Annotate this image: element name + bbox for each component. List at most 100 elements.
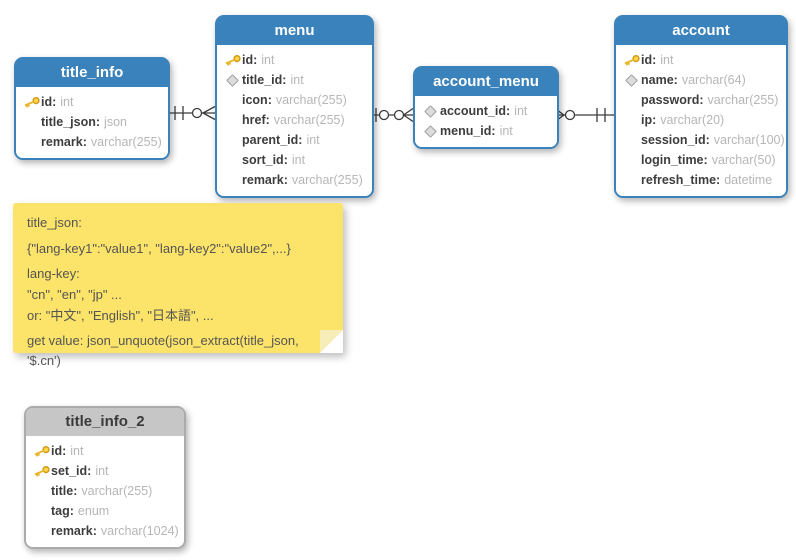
field-separator: : [265,113,270,127]
table-row[interactable]: sort_id: int [217,150,372,170]
table-body: id: int title_id: int icon: varchar(255)… [217,45,372,196]
field-separator: : [267,93,272,107]
no-icon [622,172,641,188]
field-name: id [51,444,63,458]
no-icon [223,172,242,188]
sticky-note-text: title_json: {"lang-key1":"value1", "lang… [13,203,343,381]
note-line: get value: json_unquote(json_extract(tit… [27,333,299,368]
key-icon [32,463,51,479]
field-type: datetime [724,173,773,187]
field-type: int [70,444,84,458]
table-row[interactable]: remark: varchar(255) [217,170,372,190]
note-line: "cn", "en", "jp" ... [27,287,122,302]
field-type: varchar(255) [707,93,779,107]
table-row[interactable]: icon: varchar(255) [217,90,372,110]
field-type: int [291,153,306,167]
field-separator: : [82,135,87,149]
table-header[interactable]: title_info [16,59,168,87]
no-icon [223,112,242,128]
field-name: id [641,53,653,67]
table-row[interactable]: title: varchar(255) [26,481,184,501]
no-icon [223,92,242,108]
table-header[interactable]: account_menu [415,68,557,96]
table-row[interactable]: id: int [217,50,372,70]
field-type: int [660,53,674,67]
note-line: or: "中文", "English", "日本語", ... [27,308,214,323]
field-type: varchar(50) [711,153,776,167]
no-icon [622,152,641,168]
field-separator: : [253,53,258,67]
table-row[interactable]: set_id: int [26,461,184,481]
connector-title-info-menu[interactable] [166,105,216,121]
no-icon [22,134,41,150]
table-row[interactable]: password: varchar(255) [616,90,786,110]
field-name: icon [242,93,268,107]
no-icon [622,112,641,128]
field-name: tag [51,504,70,518]
table-row[interactable]: remark: varchar(255) [16,132,168,152]
table-header[interactable]: title_info_2 [26,408,184,436]
field-separator: : [491,124,496,138]
field-separator: : [673,73,678,87]
table-row[interactable]: href: varchar(255) [217,110,372,130]
table-title-info-2[interactable]: title_info_2 id: int set_id: int title: … [24,406,186,549]
field-separator: : [73,484,78,498]
no-icon [32,503,51,519]
table-row[interactable]: account_id: int [415,101,557,121]
table-row[interactable]: session_id: varchar(100) [616,130,786,150]
key-icon [22,94,41,110]
table-row[interactable]: ip: varchar(20) [616,110,786,130]
table-row[interactable]: title_id: int [217,70,372,90]
no-icon [622,132,641,148]
field-name: title [51,484,74,498]
table-row[interactable]: menu_id: int [415,121,557,141]
field-type: varchar(255) [81,484,153,498]
connector-menu-account-menu[interactable] [370,107,414,123]
table-body: id: int set_id: int title: varchar(255) … [26,436,184,547]
table-row[interactable]: id: int [16,92,168,112]
field-separator: : [95,115,101,129]
key-icon [622,52,641,68]
table-body: id: int name: varchar(64) password: varc… [616,45,786,196]
table-row[interactable]: parent_id: int [217,130,372,150]
table-row[interactable]: id: int [616,50,786,70]
field-separator: : [92,524,97,538]
connector-account-menu-account[interactable] [554,107,614,123]
table-row[interactable]: tag: enum [26,501,184,521]
table-row[interactable]: title_json: json [16,112,168,132]
table-account[interactable]: account id: int name: varchar(64) passwo… [614,15,788,198]
no-icon [32,483,51,499]
field-type: varchar(100) [713,133,785,147]
table-header[interactable]: menu [217,17,372,45]
note-line: lang-key: [27,266,80,281]
field-type: int [499,124,513,138]
key-icon [223,52,242,68]
table-row[interactable]: remark: varchar(1024) [26,521,184,541]
table-row[interactable]: refresh_time: datetime [616,170,786,190]
field-name: id [41,95,53,109]
note-fold-cut [320,330,343,353]
table-account-menu[interactable]: account_menu account_id: int menu_id: in… [413,66,559,149]
field-type: varchar(255) [273,113,345,127]
field-type: varchar(255) [90,135,162,149]
field-name: set_id [51,464,88,478]
table-header[interactable]: account [616,17,786,45]
field-separator: : [87,464,92,478]
field-separator: : [283,153,288,167]
field-separator: : [298,133,303,147]
sticky-note[interactable]: title_json: {"lang-key1":"value1", "lang… [13,203,343,368]
field-type: int [306,133,320,147]
field-type: varchar(255) [291,173,363,187]
field-separator: : [652,113,657,127]
field-separator: : [62,444,67,458]
field-separator: : [283,173,288,187]
table-menu[interactable]: menu id: int title_id: int icon: varchar… [215,15,374,198]
table-row[interactable]: login_time: varchar(50) [616,150,786,170]
diamond-icon [223,72,242,88]
table-row[interactable]: name: varchar(64) [616,70,786,90]
table-row[interactable]: id: int [26,441,184,461]
field-name: session_id [641,133,706,147]
table-title-info[interactable]: title_info id: int title_json: json rema… [14,57,170,160]
field-name: parent_id [242,133,299,147]
